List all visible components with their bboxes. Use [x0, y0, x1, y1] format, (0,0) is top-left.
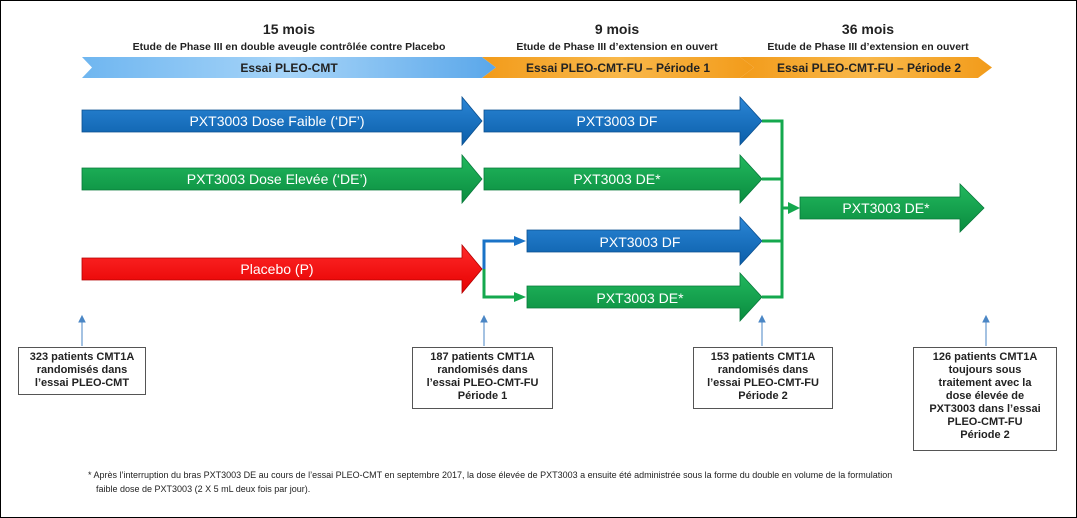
box3-line4: Période 2: [738, 390, 788, 402]
box1-line1: 323 patients CMT1A: [29, 351, 135, 363]
phase1-band: [82, 57, 496, 78]
box4-line5: PXT3003 dans l’essai: [929, 403, 1041, 415]
de-arrow-main: [81, 153, 483, 205]
phase2-band-label: Essai PLEO-CMT-FU – Période 1: [526, 61, 710, 75]
placebo-de-arrow-label: PXT3003 DE*: [596, 290, 684, 306]
placebo-to-df-connector: [482, 239, 516, 269]
placebo-df-arrow-label: PXT3003 DF: [600, 234, 681, 250]
phase2-duration: 9 mois: [595, 21, 640, 37]
box3-line1: 153 patients CMT1A: [710, 351, 816, 363]
merge-arrowhead: [788, 202, 800, 214]
box4-line3: traitement avec la: [938, 377, 1032, 389]
df-arrow-main-label: PXT3003 Dose Faible (‘DF’): [189, 113, 364, 129]
patients-box-pleo-cmt: 323 patients CMT1A randomisés dans l’ess…: [18, 347, 146, 395]
de-arrow-ext: [483, 153, 763, 205]
phase3-duration: 36 mois: [842, 21, 894, 37]
phase2-band: [482, 57, 754, 78]
placebo-arrow-label: Placebo (P): [240, 261, 313, 277]
placebo-arrow: [81, 243, 483, 295]
phase3-band: [740, 57, 992, 78]
pointer-head-1: [78, 314, 86, 323]
de-arrow-ext-label: PXT3003 DE*: [573, 171, 661, 187]
box4-line7: Période 2: [960, 429, 1010, 441]
placebo-de-arrow: [526, 271, 763, 323]
box3-line3: l’essai PLEO-CMT-FU: [707, 377, 819, 389]
patients-box-fu-p2: 153 patients CMT1A randomisés dans l’ess…: [693, 347, 833, 409]
phase2-subtitle: Etude de Phase III d’extension en ouvert: [516, 41, 718, 53]
footnote: * Après l’interruption du bras PXT3003 D…: [88, 468, 988, 496]
pointer-head-2: [480, 314, 488, 323]
placebo-to-de-connector: [482, 269, 516, 299]
pointer-head-4: [982, 314, 990, 323]
box2-line1: 187 patients CMT1A: [430, 351, 535, 363]
df-arrow-ext-label: PXT3003 DF: [577, 113, 658, 129]
box1-line3: l’essai PLEO-CMT: [34, 377, 130, 389]
final-de-arrow: [799, 183, 985, 233]
placebo-to-df-arrowhead: [514, 236, 526, 246]
phase1-band-label: Essai PLEO-CMT: [240, 61, 338, 75]
footnote-line1: * Après l’interruption du bras PXT3003 D…: [88, 470, 893, 480]
box1-line2: randomisés dans: [36, 364, 128, 376]
box2-line3: l’essai PLEO-CMT-FU: [426, 377, 539, 389]
phase3-band-label: Essai PLEO-CMT-FU – Période 2: [777, 61, 961, 75]
box2-line2: randomisés dans: [437, 364, 528, 376]
merge-connector: [762, 119, 790, 299]
patients-box-fu-p2-de: 126 patients CMT1A toujours sous traitem…: [913, 347, 1057, 451]
final-de-arrow-label: PXT3003 DE*: [842, 200, 930, 216]
box4-line2: toujours sous: [948, 364, 1022, 376]
phase3-subtitle: Etude de Phase III d’extension en ouvert: [767, 41, 969, 53]
placebo-to-de-arrowhead: [514, 292, 526, 302]
box3-line2: randomisés dans: [717, 364, 809, 376]
df-arrow-ext: [483, 95, 763, 147]
box4-line1: 126 patients CMT1A: [932, 351, 1038, 363]
phase1-duration: 15 mois: [263, 21, 315, 37]
box4-line6: PLEO-CMT-FU: [947, 416, 1023, 428]
de-arrow-main-label: PXT3003 Dose Elevée (‘DE’): [187, 171, 368, 187]
box2-line4: Période 1: [457, 390, 508, 402]
footnote-line2: faible dose de PXT3003 (2 X 5 mL deux fo…: [96, 484, 311, 494]
phase1-subtitle: Etude de Phase III en double aveugle con…: [133, 41, 446, 53]
box4-line4: dose élevée de: [945, 390, 1025, 402]
patients-box-fu-p1: 187 patients CMT1A randomisés dans l’ess…: [412, 347, 553, 409]
df-arrow-main: [81, 95, 483, 147]
placebo-df-arrow: [526, 215, 763, 267]
pointer-head-3: [758, 314, 766, 323]
